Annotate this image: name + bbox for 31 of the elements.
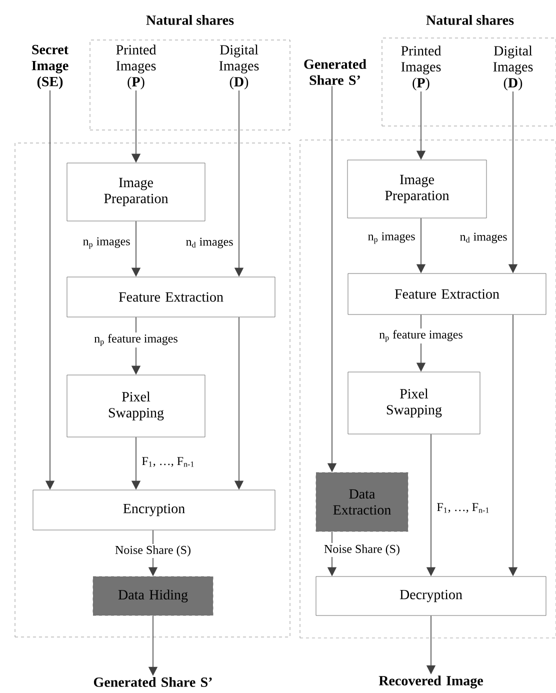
input-label: Printed Images (P) — [401, 46, 442, 90]
edge-label: n$_{p}$ feature images — [378, 328, 464, 344]
process-box: Decryption — [316, 576, 546, 616]
terminal-label: Recovered Image — [378, 676, 483, 688]
dashed-panel — [14, 142, 290, 638]
edge-label: F$_{1}$, …, F$_{n-1}$ — [142, 457, 194, 467]
process-box: Feature Extraction — [66, 276, 276, 318]
shaded-process-box: Data Hiding — [92, 576, 214, 616]
input-label: Digital Images (D) — [219, 44, 259, 90]
edge-label: n$_{p}$ images — [368, 232, 415, 244]
process-box: Image Preparation — [347, 160, 487, 218]
terminal-label: Generated Share S’ — [304, 59, 366, 85]
group-heading: Natural shares — [146, 15, 234, 25]
process-box: Pixel Swapping — [348, 372, 480, 434]
edge-label: Noise Share (S) — [114, 544, 192, 558]
terminal-label: Generated Share S’ — [94, 677, 212, 687]
input-label: Printed Images (P) — [116, 44, 156, 90]
edge-label: n$_{d}$ images — [460, 232, 507, 244]
process-box: Feature Extraction — [348, 273, 546, 315]
terminal-label: Secret Image (SE) — [32, 44, 68, 90]
edge-label: Noise Share (S) — [322, 543, 402, 557]
edge-label: F$_{1}$, …, F$_{n-1}$ — [437, 503, 489, 513]
process-box: Image Preparation — [66, 162, 206, 222]
process-box: Encryption — [32, 490, 276, 530]
process-box: Pixel Swapping — [66, 374, 206, 438]
edge-label: n$_{p}$ feature images — [92, 332, 180, 348]
group-heading: Natural shares — [426, 15, 514, 25]
edge-label: n$_{p}$ images — [83, 237, 130, 249]
shaded-process-box: Data Extraction — [316, 472, 408, 532]
input-label: Digital Images (D) — [493, 46, 533, 90]
edge-label: n$_{d}$ images — [186, 238, 233, 248]
